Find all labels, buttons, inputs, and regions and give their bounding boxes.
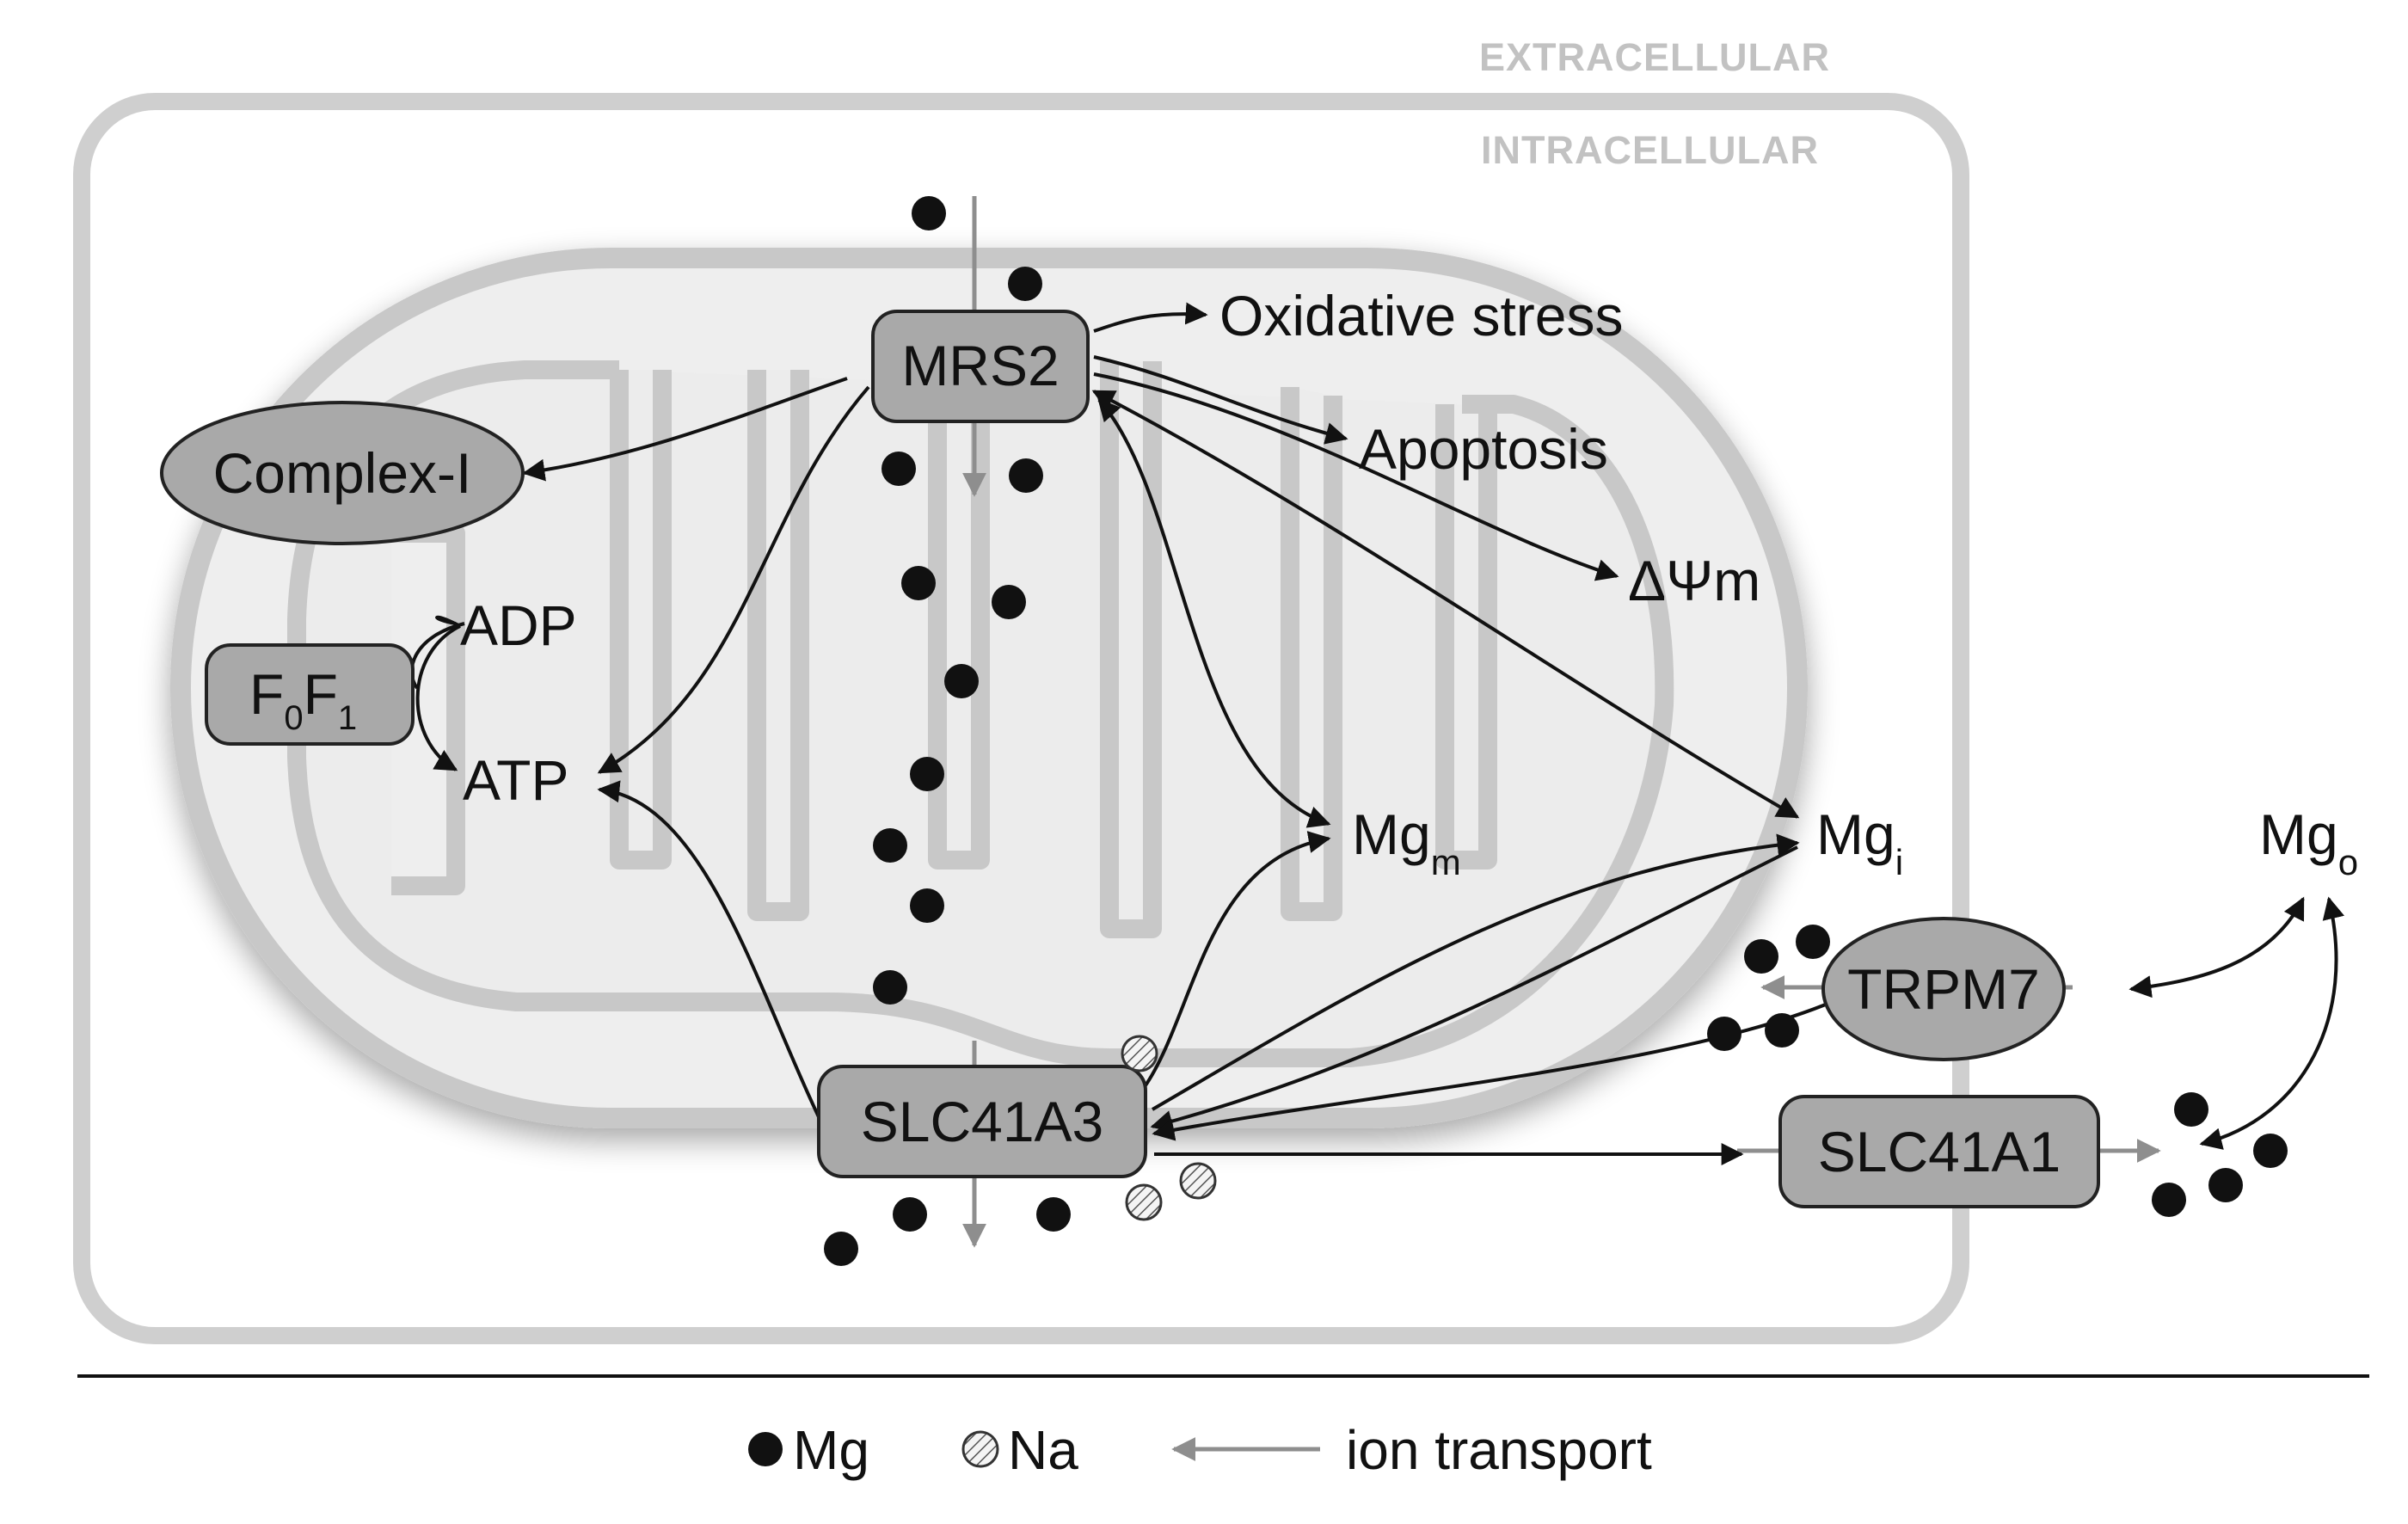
arrow-mrs2-atp <box>597 385 870 774</box>
legend-na-label: Na <box>1008 1419 1078 1481</box>
delta-psi-label: ΔΨm <box>1628 549 1760 612</box>
arrow-mrs2-complex1 <box>522 377 848 482</box>
mg-ion <box>1765 1013 1799 1048</box>
arrow-mrs2-oxidative-stress <box>1093 302 1208 333</box>
mg-ion <box>2253 1134 2288 1168</box>
slc41a3-box <box>817 1065 1147 1178</box>
extracellular-label: EXTRACELLULAR <box>1479 35 1830 79</box>
legend-na-swatch <box>961 1430 999 1468</box>
complex1-ellipse <box>160 401 525 545</box>
arrow-slc41a3-mg-m <box>1142 831 1331 1090</box>
na-ion <box>1179 1162 1217 1200</box>
oxidative-stress-label: Oxidative stress <box>1219 284 1623 347</box>
mg-ion <box>1008 267 1042 301</box>
slc41a1-label: SLC41A1 <box>1818 1120 2061 1183</box>
f0f1-label: F0F1 <box>249 662 357 737</box>
intracellular-label: INTRACELLULAR <box>1481 128 1819 172</box>
legend-transport-label: ion transport <box>1346 1419 1652 1481</box>
legend-mg-swatch <box>748 1432 783 1466</box>
mg-ion <box>882 452 916 486</box>
trpm7-node: TRPM7 <box>1821 917 2066 1061</box>
mg-i-label: Mgi <box>1816 802 1903 882</box>
relation-arrows <box>409 302 2345 1165</box>
mg-ion <box>873 828 907 863</box>
mg-ion <box>2174 1092 2208 1127</box>
arrow-f0f1-atp <box>415 624 461 771</box>
atp-label: ATP <box>463 748 568 812</box>
apoptosis-label: Apoptosis <box>1359 417 1608 481</box>
mg-ion <box>1036 1197 1071 1232</box>
slc41a1-node: SLC41A1 <box>1778 1095 2100 1208</box>
f0f1-box <box>205 643 415 746</box>
mg-ions <box>824 196 2288 1266</box>
na-ion <box>1125 1183 1163 1221</box>
complex1-node: Complex-I <box>160 401 525 545</box>
mg-ion <box>912 196 946 230</box>
mg-o-label: Mgo <box>2259 802 2358 882</box>
slc41a3-label: SLC41A3 <box>861 1090 1104 1153</box>
mrs2-label: MRS2 <box>901 334 1059 397</box>
slc41a3-node: SLC41A3 <box>817 1065 1147 1178</box>
arrow-slc41a1-mg-o <box>2199 896 2345 1150</box>
mrs2-box <box>871 310 1090 423</box>
trpm7-ellipse <box>1821 917 2066 1061</box>
mg-ion <box>2152 1183 2186 1217</box>
mg-ion <box>1707 1017 1742 1051</box>
mg-ion <box>873 970 907 1005</box>
f0f1-node: F0F1 <box>205 643 415 746</box>
mg-ion <box>893 1197 927 1232</box>
legend-mg-label: Mg <box>793 1419 869 1481</box>
arrow-trpm7-mg-o <box>2128 896 2305 999</box>
arrow-slc41a3-atp <box>597 780 823 1123</box>
mg-ion <box>1744 939 1778 974</box>
adp-label: ADP <box>460 593 577 657</box>
na-ion <box>1121 1035 1158 1072</box>
mg-ion <box>992 585 1026 619</box>
slc41a1-box <box>1778 1095 2100 1208</box>
arrow-trpm7-slc41a3 <box>1152 1000 1833 1141</box>
mg-ion <box>944 664 979 698</box>
mg-ion <box>901 566 936 600</box>
mg-ion <box>1009 458 1043 493</box>
arrow-mrs2-mg-i <box>1091 390 1800 819</box>
mg-ion <box>824 1232 858 1266</box>
mg-m-label: Mgm <box>1352 802 1461 882</box>
arrow-f0f1-adp <box>435 615 461 628</box>
na-ions <box>1121 1035 1217 1221</box>
legend: Mg Na ion transport <box>748 1419 1652 1481</box>
mg-ion <box>2208 1168 2243 1202</box>
mg-ion <box>910 757 944 791</box>
mg-ion <box>910 888 944 923</box>
trpm7-label: TRPM7 <box>1847 957 2040 1021</box>
arrow-slc41a3-mg-i-lower <box>1150 845 1798 1133</box>
mrs2-node: MRS2 <box>871 310 1090 423</box>
mg-ion <box>1796 925 1830 959</box>
complex1-label: Complex-I <box>213 441 472 505</box>
arrow-slc41a3-mg-i-upper <box>1151 833 1800 1111</box>
